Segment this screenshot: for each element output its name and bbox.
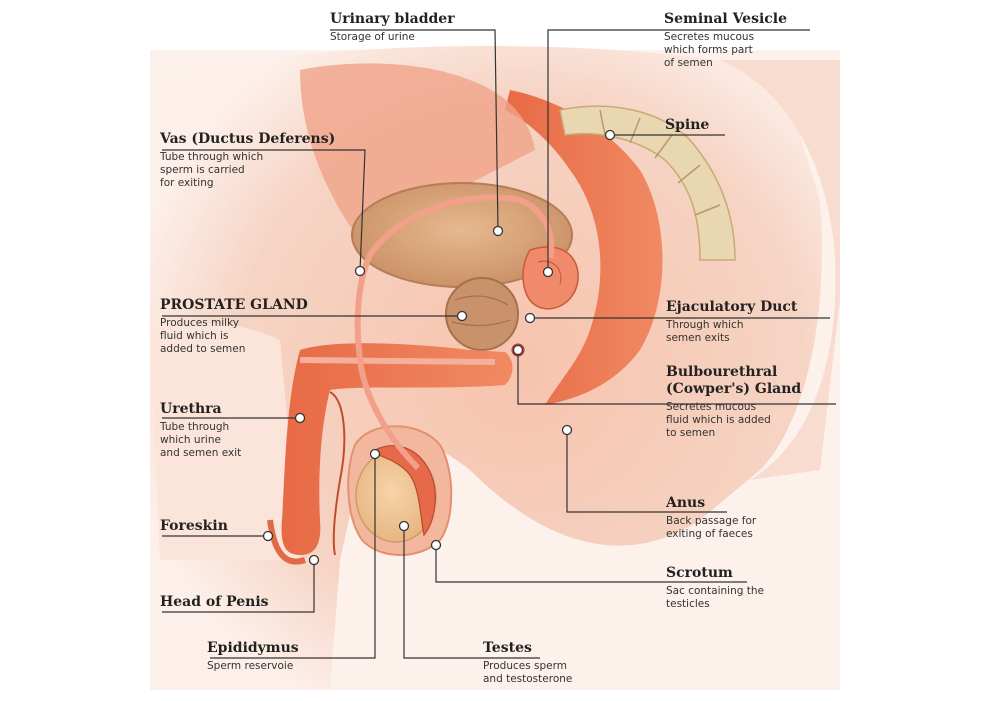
label-title: Spine bbox=[665, 117, 710, 133]
desc-line: fluid which is added bbox=[666, 414, 771, 426]
desc-line: fluid which is bbox=[160, 330, 229, 342]
label-desc: Tube through which urine and semen exit bbox=[160, 421, 241, 460]
label-title-line2: (Cowper's) Gland bbox=[666, 381, 802, 397]
label-scrotum: Scrotum Sac containing the testicles bbox=[666, 565, 764, 611]
label-title: Testes bbox=[483, 640, 532, 656]
label-title: Vas (Ductus Deferens) bbox=[160, 131, 336, 147]
anchor-dots bbox=[262, 129, 616, 566]
dot-scrotum bbox=[430, 539, 442, 551]
epididymus-shape bbox=[370, 445, 436, 537]
label-title: Head of Penis bbox=[160, 594, 269, 610]
desc-line: Through which bbox=[666, 319, 744, 331]
desc-line: sperm is carried bbox=[160, 164, 245, 176]
label-title: Anus bbox=[666, 495, 706, 511]
label-title: Urinary bladder bbox=[330, 11, 455, 27]
dot-head-of-penis bbox=[308, 554, 320, 566]
label-title: Ejaculatory Duct bbox=[666, 299, 798, 315]
label-desc: Tube through which sperm is carried for … bbox=[160, 151, 335, 190]
desc-line: which forms part bbox=[664, 44, 753, 56]
desc-line: exiting of faeces bbox=[666, 528, 753, 540]
dot-prostate bbox=[456, 310, 468, 322]
label-title: Foreskin bbox=[160, 518, 228, 534]
desc-line: and testosterone bbox=[483, 673, 573, 685]
label-ejaculatory-duct: Ejaculatory Duct Through which semen exi… bbox=[666, 299, 797, 345]
label-title: Bulbourethral bbox=[666, 364, 778, 380]
dot-foreskin bbox=[262, 530, 274, 542]
dot-seminal-vesicle bbox=[542, 266, 554, 278]
label-desc: Through which semen exits bbox=[666, 319, 797, 345]
prostate-shape bbox=[445, 277, 519, 351]
desc-line: of semen bbox=[664, 57, 713, 69]
label-title: Urethra bbox=[160, 401, 222, 417]
label-seminal-vesicle: Seminal Vesicle Secretes mucous which fo… bbox=[664, 11, 787, 70]
desc-line: to semen bbox=[666, 427, 716, 439]
dot-bulbourethral bbox=[512, 344, 524, 356]
label-desc: Storage of urine bbox=[330, 31, 455, 44]
penis-shape bbox=[267, 343, 513, 565]
vas-deferens-tube bbox=[354, 194, 555, 471]
label-testes: Testes Produces sperm and testosterone bbox=[483, 640, 572, 686]
dot-urethra bbox=[294, 412, 306, 424]
label-vas-deferens: Vas (Ductus Deferens) Tube through which… bbox=[160, 131, 335, 190]
desc-line: Sac containing the bbox=[666, 585, 764, 597]
desc-line: Tube through bbox=[160, 421, 230, 433]
label-desc: Produces milky fluid which is added to s… bbox=[160, 317, 308, 356]
dot-testes bbox=[398, 520, 410, 532]
label-urethra: Urethra Tube through which urine and sem… bbox=[160, 401, 241, 460]
desc-line: Storage of urine bbox=[330, 31, 415, 43]
dot-vas-deferens bbox=[354, 265, 366, 277]
spine-vertebrae bbox=[559, 105, 736, 261]
label-desc: Secretes mucous fluid which is added to … bbox=[666, 401, 801, 440]
desc-line: semen exits bbox=[666, 332, 730, 344]
label-spine: Spine bbox=[665, 117, 709, 134]
desc-line: Back passage for bbox=[666, 515, 757, 527]
label-title: Epididymus bbox=[207, 640, 299, 656]
dot-anus bbox=[561, 424, 573, 436]
label-desc: Sac containing the testicles bbox=[666, 585, 764, 611]
seminal-vesicle-shape bbox=[522, 246, 579, 310]
dot-spine bbox=[604, 129, 616, 141]
label-desc: Back passage for exiting of faeces bbox=[666, 515, 756, 541]
label-desc: Secretes mucous which forms part of seme… bbox=[664, 31, 787, 70]
leader-lines bbox=[162, 29, 836, 659]
label-bulbourethral: Bulbourethral (Cowper's) Gland Secretes … bbox=[666, 364, 801, 440]
label-title: PROSTATE GLAND bbox=[160, 297, 308, 313]
dot-epididymus bbox=[369, 448, 381, 460]
label-anus: Anus Back passage for exiting of faeces bbox=[666, 495, 756, 541]
desc-line: added to semen bbox=[160, 343, 246, 355]
label-urinary-bladder: Urinary bladder Storage of urine bbox=[330, 11, 455, 44]
desc-line: Secretes mucous bbox=[666, 401, 757, 413]
desc-line: Produces milky bbox=[160, 317, 240, 329]
rectum bbox=[300, 63, 663, 405]
desc-line: Tube through which bbox=[160, 151, 264, 163]
desc-line: testicles bbox=[666, 598, 710, 610]
desc-line: Sperm reservoie bbox=[207, 660, 294, 672]
desc-line: for exiting bbox=[160, 177, 214, 189]
label-desc: Sperm reservoie bbox=[207, 660, 299, 673]
label-desc: Produces sperm and testosterone bbox=[483, 660, 572, 686]
desc-line: and semen exit bbox=[160, 447, 242, 459]
label-epididymus: Epididymus Sperm reservoie bbox=[207, 640, 299, 673]
label-title: Seminal Vesicle bbox=[664, 11, 788, 27]
desc-line: Produces sperm bbox=[483, 660, 567, 672]
desc-line: which urine bbox=[160, 434, 221, 446]
desc-line: Secretes mucous bbox=[664, 31, 755, 43]
label-foreskin: Foreskin bbox=[160, 518, 228, 535]
label-title: Scrotum bbox=[666, 565, 733, 581]
label-prostate-gland: PROSTATE GLAND Produces milky fluid whic… bbox=[160, 297, 308, 356]
label-head-of-penis: Head of Penis bbox=[160, 594, 269, 611]
dot-urinary-bladder bbox=[492, 225, 504, 237]
dot-ejaculatory-duct bbox=[524, 312, 536, 324]
